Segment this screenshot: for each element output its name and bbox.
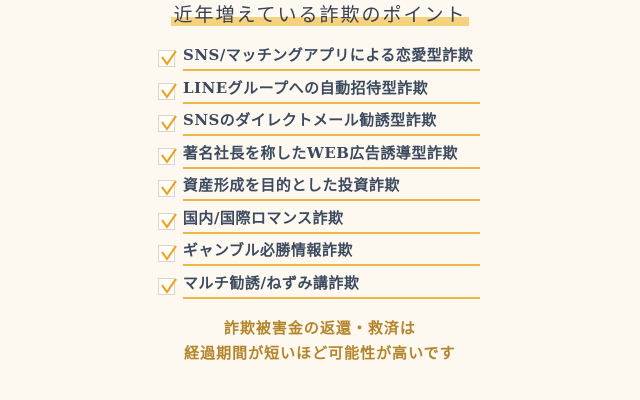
list-item-label: 著名社長を称したWEB広告誘導型詐欺 xyxy=(183,143,480,169)
checkmark-icon xyxy=(158,147,177,165)
list-item-label: ギャンブル必勝情報詐欺 xyxy=(183,240,480,266)
list-item-label: LINEグループへの自動招待型詐欺 xyxy=(183,78,480,104)
list-item-label: マルチ勧誘/ねずみ講詐欺 xyxy=(183,273,480,299)
list-item: LINEグループへの自動招待型詐欺 xyxy=(158,74,480,107)
footer-line-1: 詐欺被害金の返還・救済は xyxy=(223,319,416,337)
list-item: SNSのダイレクトメール勧誘型詐欺 xyxy=(158,106,480,139)
list-item-label: SNSのダイレクトメール勧誘型詐欺 xyxy=(183,110,480,136)
list-item: 資産形成を目的とした投資詐欺 xyxy=(158,171,480,204)
header: 近年増えている詐欺のポイント xyxy=(0,0,640,28)
footer-line-2: 経過期間が短いほど可能性が高いです xyxy=(184,344,456,362)
checkmark-icon xyxy=(158,82,177,100)
list-item-label: 資産形成を目的とした投資詐欺 xyxy=(183,175,480,201)
list-item-label: SNS/マッチングアプリによる恋愛型詐欺 xyxy=(183,45,480,71)
list-item: 著名社長を称したWEB広告誘導型詐欺 xyxy=(158,139,480,172)
checkmark-icon xyxy=(158,180,177,197)
fraud-points-list: SNS/マッチングアプリによる恋愛型詐欺 LINEグループへの自動招待型詐欺 S… xyxy=(158,41,480,301)
list-item: マルチ勧誘/ねずみ講詐欺 xyxy=(158,269,480,302)
checkmark-icon xyxy=(158,212,177,230)
list-item-label: 国内/国際ロマンス詐欺 xyxy=(183,208,480,234)
checkmark-icon xyxy=(158,50,177,67)
list-item: SNS/マッチングアプリによる恋愛型詐欺 xyxy=(158,41,480,74)
footer-message: 詐欺被害金の返還・救済は 経過期間が短いほど可能性が高いです xyxy=(0,316,640,366)
checkmark-icon xyxy=(158,115,177,132)
section-title: 近年増えている詐欺のポイント xyxy=(171,2,469,28)
checkmark-icon xyxy=(158,277,177,295)
list-item: 国内/国際ロマンス詐欺 xyxy=(158,204,480,237)
list-item: ギャンブル必勝情報詐欺 xyxy=(158,236,480,269)
checkmark-icon xyxy=(158,245,177,262)
